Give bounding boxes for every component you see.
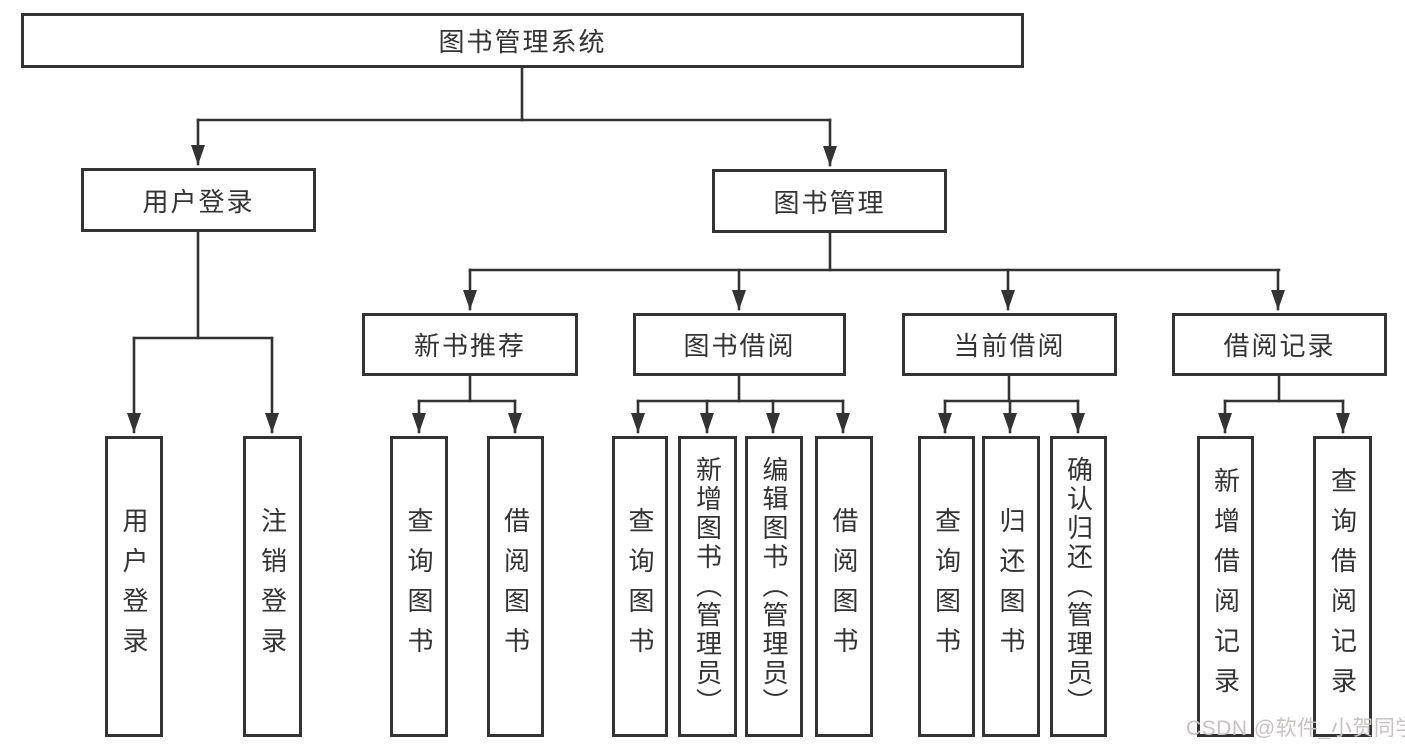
leaf-borrow-books: 借阅图书 (815, 436, 873, 737)
leaf-query-books-current-label: 查询图书 (931, 506, 962, 667)
leaf-add-borrow-record: 新增借阅记录 (1197, 436, 1254, 737)
leaf-query-books-borrow-label: 查询图书 (625, 506, 655, 667)
leaf-query-books-recommend-label: 查询图书 (404, 506, 434, 667)
node-book-borrow-label: 图书借阅 (683, 331, 796, 361)
leaf-logout-label: 注销登录 (257, 506, 288, 667)
leaf-query-books-recommend: 查询图书 (390, 436, 448, 737)
node-root: 图书管理系统 (21, 13, 1024, 68)
node-user-login: 用户登录 (81, 168, 316, 232)
leaf-add-book-admin: 新增图书（管理员） (678, 436, 737, 737)
node-borrow-records: 借阅记录 (1172, 313, 1387, 376)
node-book-borrow: 图书借阅 (633, 313, 846, 376)
leaf-confirm-return-admin: 确认归还（管理员） (1050, 436, 1107, 737)
node-book-management: 图书管理 (712, 169, 947, 233)
node-current-borrow: 当前借阅 (902, 313, 1117, 376)
leaf-add-borrow-record-label: 新增借阅记录 (1210, 466, 1241, 707)
leaf-add-book-admin-label: 新增图书（管理员） (692, 456, 723, 717)
leaf-user-login-label: 用户登录 (119, 506, 149, 667)
node-current-borrow-label: 当前借阅 (953, 331, 1066, 361)
leaf-edit-book-admin: 编辑图书（管理员） (745, 436, 803, 737)
node-user-login-label: 用户登录 (142, 186, 255, 217)
leaf-query-books-borrow: 查询图书 (612, 436, 668, 737)
leaf-return-book-label: 归还图书 (996, 506, 1026, 667)
node-borrow-records-label: 借阅记录 (1223, 331, 1336, 361)
leaf-return-book: 归还图书 (982, 436, 1040, 737)
watermark: CSDN @软件_小贺同学 (1186, 717, 1405, 740)
leaf-borrow-books-recommend: 借阅图书 (487, 436, 544, 737)
leaf-query-borrow-record: 查询借阅记录 (1313, 436, 1372, 737)
leaf-confirm-return-admin-label: 确认归还（管理员） (1063, 456, 1094, 717)
leaf-query-borrow-record-label: 查询借阅记录 (1327, 466, 1358, 707)
leaf-query-books-current: 查询图书 (918, 436, 975, 737)
leaf-logout: 注销登录 (243, 436, 302, 737)
leaf-edit-book-admin-label: 编辑图书（管理员） (759, 456, 789, 717)
node-new-book-recommend: 新书推荐 (362, 313, 578, 376)
node-new-book-recommend-label: 新书推荐 (413, 331, 526, 361)
leaf-borrow-books-recommend-label: 借阅图书 (500, 506, 531, 667)
leaf-user-login: 用户登录 (105, 436, 163, 737)
node-root-label: 图书管理系统 (438, 27, 607, 57)
node-book-management-label: 图书管理 (773, 187, 886, 218)
leaf-borrow-books-label: 借阅图书 (829, 506, 859, 667)
